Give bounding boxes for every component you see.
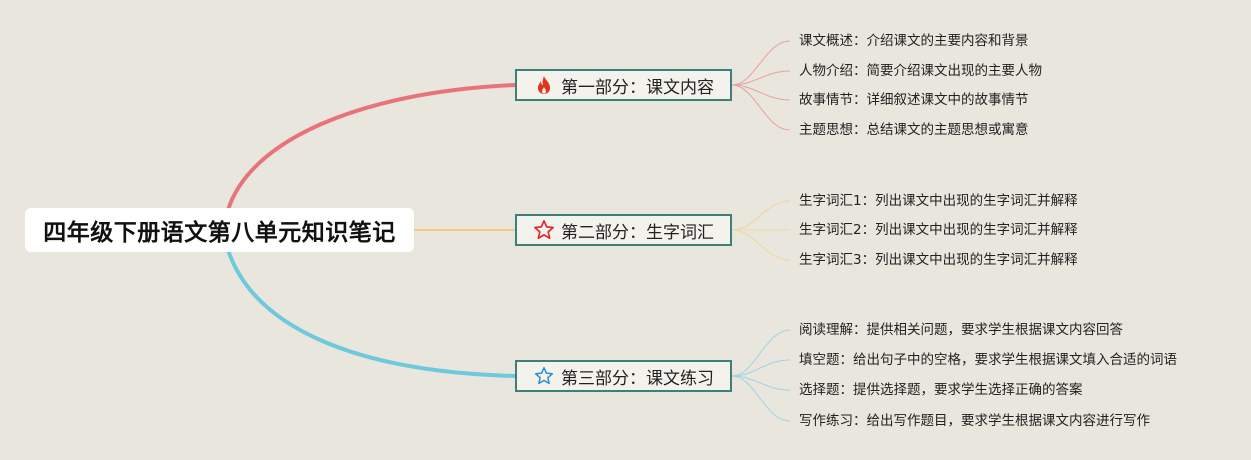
star-blue-outline-icon [533,365,555,387]
leaf-3-4[interactable]: 写作练习：给出写作题目，要求学生根据课文内容进行写作 [799,413,1150,429]
leaf-1-2[interactable]: 人物介绍：简要介绍课文出现的主要人物 [799,63,1042,79]
root-node[interactable]: 四年级下册语文第八单元知识笔记 [25,208,414,252]
branch-3-label: 第三部分：课文练习 [561,368,714,389]
leaf-3-1[interactable]: 阅读理解：提供相关问题，要求学生根据课文内容回答 [799,322,1123,338]
leaf-2-3[interactable]: 生字词汇3：列出课文中出现的生字词汇并解释 [799,252,1078,268]
branch-node-2[interactable]: 第二部分：生字词汇 [515,214,732,246]
branch-2-label: 第二部分：生字词汇 [561,222,714,243]
branch-3-connector [226,248,517,378]
leaf-1-3[interactable]: 故事情节：详细叙述课文中的故事情节 [799,92,1029,108]
leaf-3-2[interactable]: 填空题：给出句子中的空格，要求学生根据课文填入合适的词语 [799,352,1177,368]
root-label: 四年级下册语文第八单元知识笔记 [43,220,396,246]
leaf-3-3[interactable]: 选择题：提供选择题，要求学生选择正确的答案 [799,382,1083,398]
leaf-1-4[interactable]: 主题思想：总结课文的主题思想或寓意 [799,122,1029,138]
star-red-outline-icon [533,219,555,241]
leaf-1-1[interactable]: 课文概述：介绍课文的主要内容和背景 [799,33,1029,49]
branch-2-leaf-connectors [731,200,791,261]
branch-1-connector [226,83,517,212]
branch-1-leaf-connectors [731,40,791,131]
branch-3-leaf-connectors [731,329,791,422]
branch-1-label: 第一部分：课文内容 [561,77,714,98]
branch-node-1[interactable]: 第一部分：课文内容 [515,69,732,101]
leaf-2-1[interactable]: 生字词汇1：列出课文中出现的生字词汇并解释 [799,193,1078,209]
flame-icon [533,74,555,96]
branch-node-3[interactable]: 第三部分：课文练习 [515,360,732,392]
leaf-2-2[interactable]: 生字词汇2：列出课文中出现的生字词汇并解释 [799,222,1078,238]
